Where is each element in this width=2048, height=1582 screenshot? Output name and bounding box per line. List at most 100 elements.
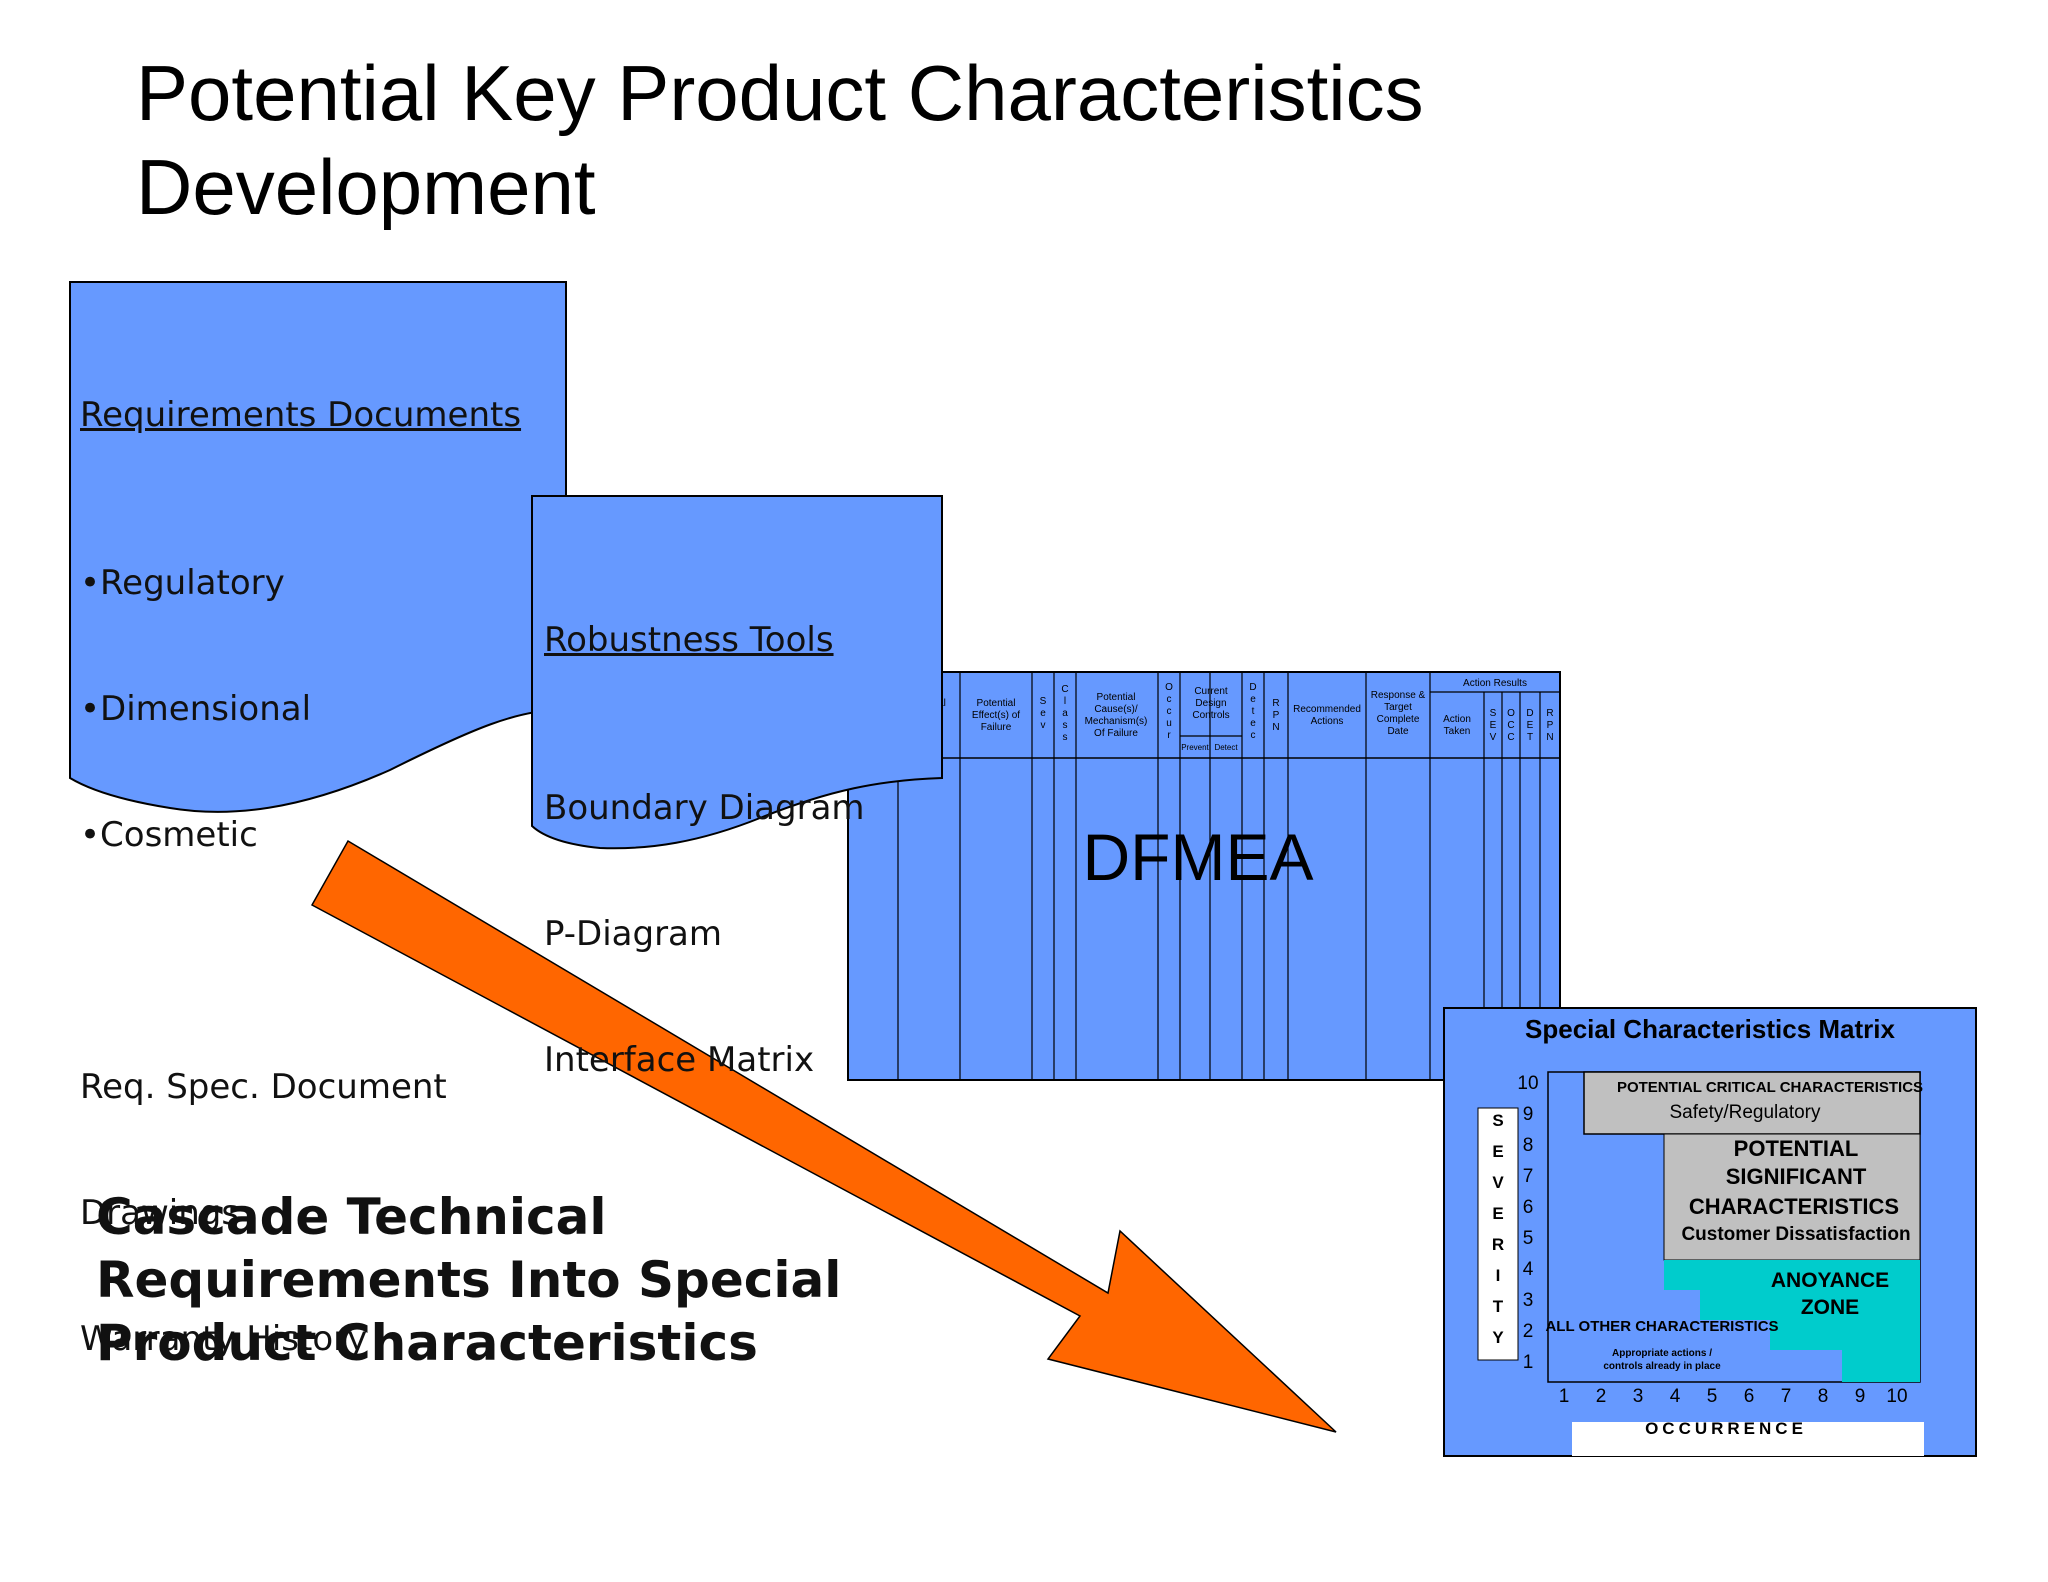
dfmea-col-recommended-1: Recommended [1293, 704, 1361, 715]
occurrence-tick-label: 1 [1559, 1386, 1570, 1407]
requirements-bullet-cosmetic: •Cosmetic [80, 815, 258, 855]
severity-letter: V [1492, 1173, 1504, 1192]
severity-tick-label: 10 [1517, 1073, 1538, 1094]
dfmea-col-response-3: Complete [1377, 714, 1420, 725]
severity-tick-label: 7 [1523, 1166, 1534, 1187]
annoyance-label-2: ZONE [1801, 1296, 1859, 1319]
dfmea-col-cause-4: Of Failure [1094, 728, 1138, 739]
other-label: ALL OTHER CHARACTERISTICS [1545, 1318, 1778, 1335]
robustness-item-boundary: Boundary Diagram [544, 788, 865, 828]
significant-label-1: POTENTIAL [1734, 1136, 1859, 1161]
requirements-bullet-dimensional: •Dimensional [80, 689, 312, 729]
dfmea-label: DFMEA [1083, 820, 1314, 894]
dfmea-col-recommended-2: Actions [1311, 716, 1344, 727]
severity-tick-label: 5 [1523, 1228, 1534, 1249]
robustness-item-interface: Interface Matrix [544, 1040, 815, 1080]
dfmea-col-action-taken-2: Taken [1444, 726, 1471, 737]
cascade-arrow [310, 839, 1337, 1433]
dfmea-col-effects-2: Effect(s) of [972, 710, 1020, 721]
severity-tick-label: 6 [1523, 1197, 1534, 1218]
robustness-item-p-diagram: P-Diagram [544, 914, 723, 954]
occurrence-tick-label: 2 [1596, 1386, 1607, 1407]
severity-tick-label: 2 [1523, 1321, 1534, 1342]
requirements-item-drawings: Drawings [80, 1193, 240, 1233]
requirements-document-shape [69, 281, 567, 813]
occurrence-label: OCCURRENCE [1645, 1419, 1807, 1438]
other-note-1: Appropriate actions / [1612, 1348, 1712, 1359]
dfmea-col-response-2: Target [1384, 702, 1412, 713]
significant-sublabel: Customer Dissatisfaction [1681, 1224, 1910, 1245]
requirements-heading: Requirements Documents [80, 395, 522, 435]
annoyance-zone [1664, 1260, 1920, 1382]
severity-tick-label: 1 [1523, 1352, 1534, 1373]
dfmea-form: al Potential Effect(s) of Failure Potent… [847, 671, 1561, 1081]
cascade-statement: Cascade Technical Requirements Into Spec… [96, 1186, 841, 1375]
special-characteristics-matrix: Special Characteristics Matrix SEVERITY … [1443, 1007, 1977, 1457]
occurrence-tick-label: 9 [1855, 1386, 1866, 1407]
occurrence-tick-label: 7 [1781, 1386, 1792, 1407]
severity-letter: T [1493, 1297, 1504, 1316]
dfmea-col-cause-2: Cause(s)/ [1094, 704, 1138, 715]
matrix-title: Special Characteristics Matrix [1525, 1014, 1895, 1044]
severity-letter: Y [1492, 1328, 1504, 1347]
requirements-item-req-spec: Req. Spec. Document [80, 1067, 447, 1107]
dfmea-col-response-4: Date [1387, 726, 1409, 737]
severity-label-box [1477, 1107, 1519, 1361]
title-line-2: Development [136, 143, 596, 231]
requirements-item-warranty: Warranty History [80, 1319, 368, 1359]
occurrence-tick-label: 5 [1707, 1386, 1718, 1407]
dfmea-action-results: Action Results [1463, 678, 1527, 689]
robustness-document-shape [531, 495, 943, 850]
dfmea-sheet [847, 671, 1561, 1081]
severity-letter: S [1492, 1111, 1503, 1130]
dfmea-col-action-taken-1: Action [1443, 714, 1471, 725]
critical-zone [1583, 1071, 1921, 1135]
occurrence-tick-label: 10 [1886, 1386, 1907, 1407]
severity-tick-label: 3 [1523, 1290, 1534, 1311]
critical-label: POTENTIAL CRITICAL CHARACTERISTICS [1617, 1079, 1923, 1096]
cascade-line-1: Cascade Technical [96, 1188, 607, 1246]
occurrence-tick-label: 6 [1744, 1386, 1755, 1407]
dfmea-col-detect: Detect [1214, 743, 1238, 752]
dfmea-col-controls-2: Design [1195, 698, 1226, 709]
page-title: Potential Key Product Characteristics De… [136, 46, 1424, 234]
cascade-line-2: Requirements Into Special [96, 1251, 842, 1309]
severity-tick-label: 4 [1523, 1259, 1534, 1280]
critical-sublabel: Safety/Regulatory [1669, 1102, 1821, 1123]
significant-zone [1663, 1133, 1921, 1261]
severity-letter: E [1492, 1204, 1503, 1223]
severity-letter: R [1492, 1235, 1504, 1254]
dfmea-col-prevent: Prevent [1181, 743, 1209, 752]
title-line-1: Potential Key Product Characteristics [136, 49, 1424, 137]
requirements-bullet-regulatory: •Regulatory [80, 563, 285, 603]
dfmea-col-cause-3: Mechanism(s) [1085, 716, 1148, 727]
annoyance-label-1: ANOYANCE [1771, 1269, 1889, 1292]
robustness-heading: Robustness Tools [544, 620, 834, 660]
occurrence-band [1572, 1422, 1924, 1456]
requirements-document-text: Requirements Documents •Regulatory •Dime… [80, 310, 521, 1402]
significant-label-2: SIGNIFICANT [1726, 1164, 1867, 1189]
severity-letter: E [1492, 1142, 1503, 1161]
cascade-line-3: Product Characteristics [96, 1314, 758, 1372]
dfmea-col-cause-1: Potential [1097, 692, 1136, 703]
occurrence-tick-label: 3 [1633, 1386, 1644, 1407]
dfmea-col-effects-3: Failure [981, 722, 1012, 733]
occurrence-tick-label: 8 [1818, 1386, 1829, 1407]
severity-letter: I [1496, 1266, 1501, 1285]
dfmea-col-controls-1: Current [1194, 686, 1228, 697]
significant-label-3: CHARACTERISTICS [1689, 1194, 1899, 1219]
